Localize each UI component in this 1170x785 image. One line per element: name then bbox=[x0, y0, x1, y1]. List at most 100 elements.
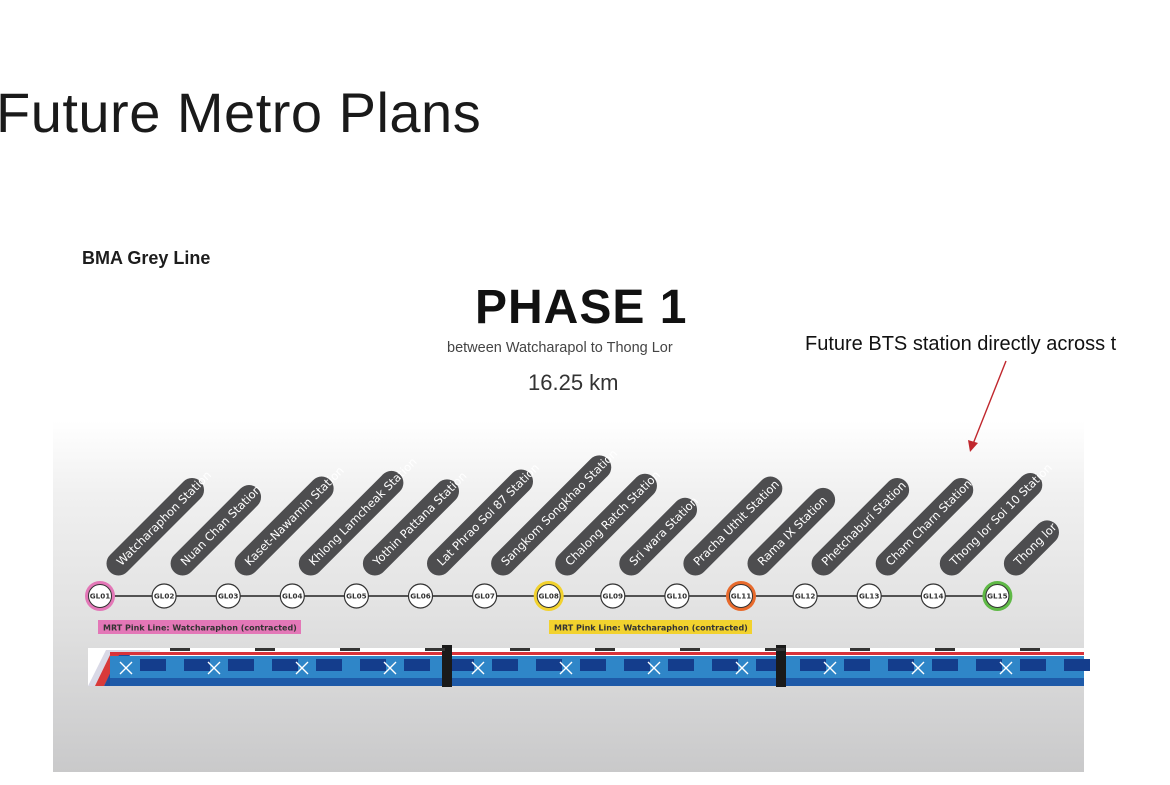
train-window bbox=[272, 659, 298, 671]
station-circle bbox=[600, 583, 626, 609]
phase-subtitle: between Watcharapol to Thong Lor bbox=[447, 340, 673, 356]
station-pill-shape bbox=[170, 485, 262, 576]
station-circle bbox=[985, 584, 1010, 608]
annotation-text: Future BTS station directly across t bbox=[805, 333, 1117, 355]
train-window bbox=[844, 659, 870, 671]
station-node: GL02 bbox=[151, 583, 177, 609]
train-car-joint bbox=[442, 645, 452, 687]
station-code: GL08 bbox=[538, 592, 558, 601]
train-window bbox=[492, 659, 518, 671]
phase-title: PHASE 1 bbox=[475, 281, 688, 334]
station-name-text: Thong lor bbox=[1010, 520, 1059, 569]
legend-text: MRT Pink Line: Watcharaphon (contracted) bbox=[103, 624, 297, 633]
train-lower-band bbox=[110, 678, 1084, 686]
station-code: GL02 bbox=[154, 592, 174, 601]
train-window bbox=[756, 659, 782, 671]
station-pill-shape bbox=[1003, 520, 1059, 576]
station-node: GL06 bbox=[407, 583, 434, 609]
station-circle bbox=[920, 583, 946, 609]
slide-title: Future Metro Plans bbox=[0, 81, 482, 144]
annotation-arrow bbox=[968, 360, 1007, 452]
station-pill-shape bbox=[234, 476, 334, 576]
station-node: GL15 bbox=[982, 581, 1013, 611]
train-roof-unit bbox=[595, 648, 615, 651]
station-pill-shape bbox=[106, 477, 205, 576]
station-pill-shape bbox=[939, 473, 1043, 576]
station-node: GL08 bbox=[533, 581, 564, 611]
station-code: GL01 bbox=[90, 592, 110, 601]
station-label-pill: Chalong Ratch Station bbox=[555, 468, 663, 576]
station-circle bbox=[279, 583, 305, 609]
station-code: GL14 bbox=[923, 592, 943, 601]
station-node: GL07 bbox=[472, 583, 498, 609]
train-door-mark bbox=[559, 661, 573, 675]
legend-swatch bbox=[549, 620, 752, 634]
station-circle bbox=[215, 583, 241, 609]
station-code: GL04 bbox=[282, 592, 302, 601]
station-node: GL12 bbox=[792, 583, 818, 609]
station-pill-shape bbox=[362, 479, 460, 576]
station-circle bbox=[792, 583, 818, 609]
train-window bbox=[448, 659, 474, 671]
train-window bbox=[316, 659, 342, 671]
station-circle bbox=[151, 583, 177, 609]
train-car-joint bbox=[776, 645, 786, 687]
train-door-mark bbox=[383, 661, 397, 675]
train-graphic bbox=[88, 645, 1090, 687]
station-code: GL11 bbox=[731, 592, 751, 601]
station-pill-shape bbox=[426, 469, 534, 576]
station-circle bbox=[472, 583, 498, 609]
train-roof-unit bbox=[765, 648, 785, 651]
train-roof-unit bbox=[850, 648, 870, 651]
station-code: GL12 bbox=[795, 592, 815, 601]
train-window bbox=[184, 659, 210, 671]
train-door-mark bbox=[471, 661, 485, 675]
station-code: GL15 bbox=[987, 592, 1007, 601]
train-door-mark bbox=[207, 661, 221, 675]
station-circle bbox=[88, 584, 112, 608]
station-node: GL13 bbox=[856, 583, 882, 609]
station-circle bbox=[856, 583, 882, 609]
train-door-mark bbox=[823, 661, 837, 675]
station-node: GL01 bbox=[85, 581, 115, 611]
train-roof-unit bbox=[510, 648, 530, 651]
station-label-pill: Lat Phrao Soi 87 Station bbox=[426, 461, 542, 576]
station-node: GL14 bbox=[920, 583, 946, 609]
station-code: GL09 bbox=[603, 592, 623, 601]
station-code: GL05 bbox=[346, 592, 366, 601]
train-window bbox=[228, 659, 254, 671]
station-node: GL04 bbox=[279, 583, 305, 609]
train-red-stripe bbox=[110, 652, 1084, 655]
train-window bbox=[1020, 659, 1046, 671]
station-node: GL05 bbox=[343, 583, 369, 609]
station-name-text: Sangkom Songkhao Station bbox=[498, 446, 620, 568]
legend-text: MRT Pink Line: Watcharaphon (contracted) bbox=[554, 624, 748, 633]
train-window bbox=[800, 659, 826, 671]
train-door-mark bbox=[999, 661, 1013, 675]
station-code: GL06 bbox=[410, 592, 430, 601]
station-label-pill: Thong lor bbox=[1003, 520, 1060, 576]
train-roof-unit bbox=[255, 648, 275, 651]
annotation-arrow-line bbox=[972, 360, 1007, 445]
train-roof-unit bbox=[680, 648, 700, 651]
interchange-legend: MRT Pink Line: Watcharaphon (contracted) bbox=[549, 620, 752, 634]
station-pill-shape bbox=[683, 476, 783, 576]
train-window bbox=[624, 659, 650, 671]
station-pill-shape bbox=[811, 477, 910, 576]
station-code: GL13 bbox=[859, 592, 879, 601]
train-roof-unit bbox=[425, 648, 445, 651]
train-window bbox=[888, 659, 914, 671]
train-roof-unit bbox=[340, 648, 360, 651]
train-door-mark bbox=[647, 661, 661, 675]
train-roof-unit bbox=[935, 648, 955, 651]
train-door-mark bbox=[295, 661, 309, 675]
station-pill-shape bbox=[875, 477, 974, 576]
annotation-arrow-head bbox=[968, 440, 978, 452]
station-circle bbox=[343, 583, 369, 609]
station-circle bbox=[407, 583, 434, 609]
station-node: GL10 bbox=[664, 583, 690, 609]
train-window bbox=[1064, 659, 1090, 671]
station-label-pill: Watcharaphon Station bbox=[106, 468, 214, 576]
